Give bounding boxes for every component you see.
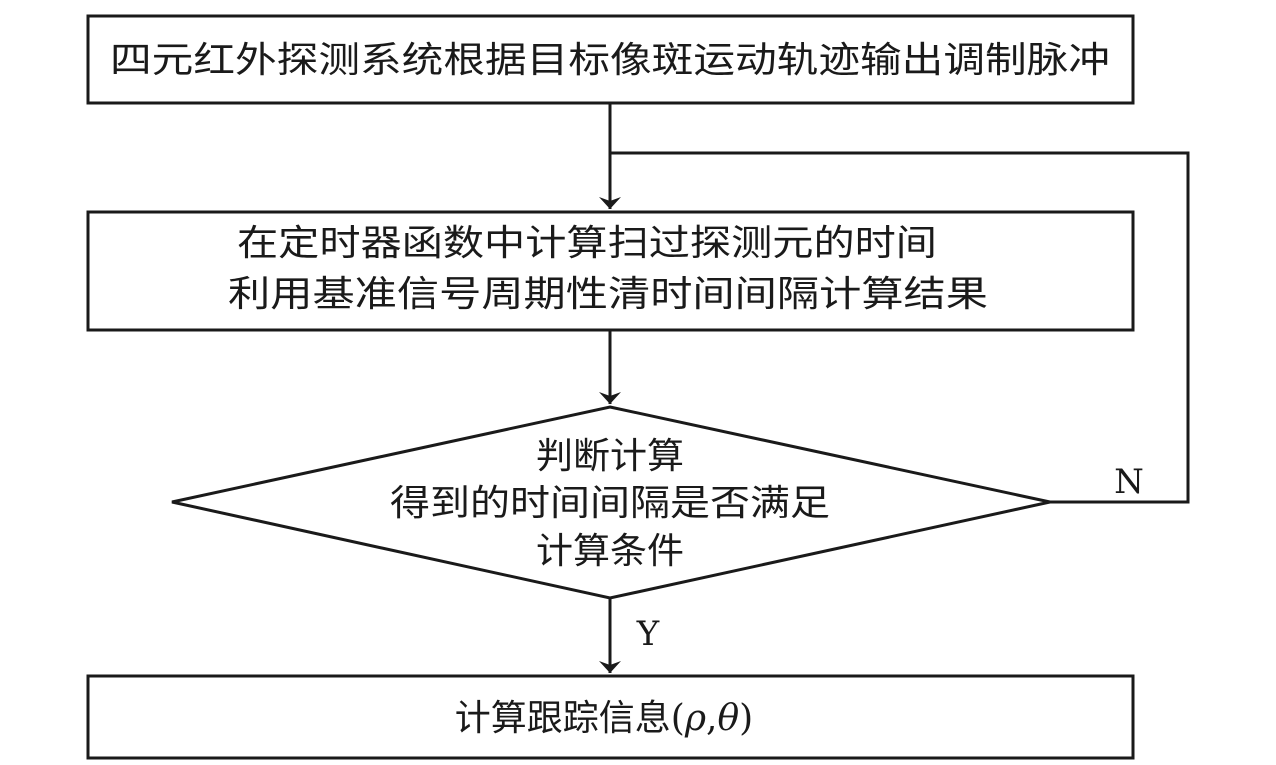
step3-box <box>86 674 1135 760</box>
step2-line2: 利用基准信号周期性清时间间隔计算结果 <box>228 274 988 315</box>
step3-comma: , <box>706 698 717 739</box>
step3-suffix: ) <box>739 698 753 739</box>
step3-text: 计算跟踪信息(ρ,θ) <box>455 698 753 739</box>
label-yes: Y <box>636 614 660 654</box>
rho-symbol: ρ <box>684 698 706 739</box>
loop-no-path <box>610 151 1190 504</box>
step3-prefix: 计算跟踪信息( <box>455 698 685 739</box>
step1-box <box>86 14 1135 105</box>
step2-box <box>86 210 1135 332</box>
decision-line3: 计算条件 <box>536 531 684 572</box>
step1-text: 四元红外探测系统根据目标像斑运动轨迹输出调制脉冲 <box>110 40 1110 81</box>
decision-line2: 得到的时间间隔是否满足 <box>390 483 830 524</box>
label-no: N <box>1114 462 1144 502</box>
decision-line1: 判断计算 <box>536 436 684 477</box>
theta-symbol: θ <box>717 698 739 739</box>
step2-line1: 在定时器函数中计算扫过探测元的时间 <box>237 223 937 264</box>
